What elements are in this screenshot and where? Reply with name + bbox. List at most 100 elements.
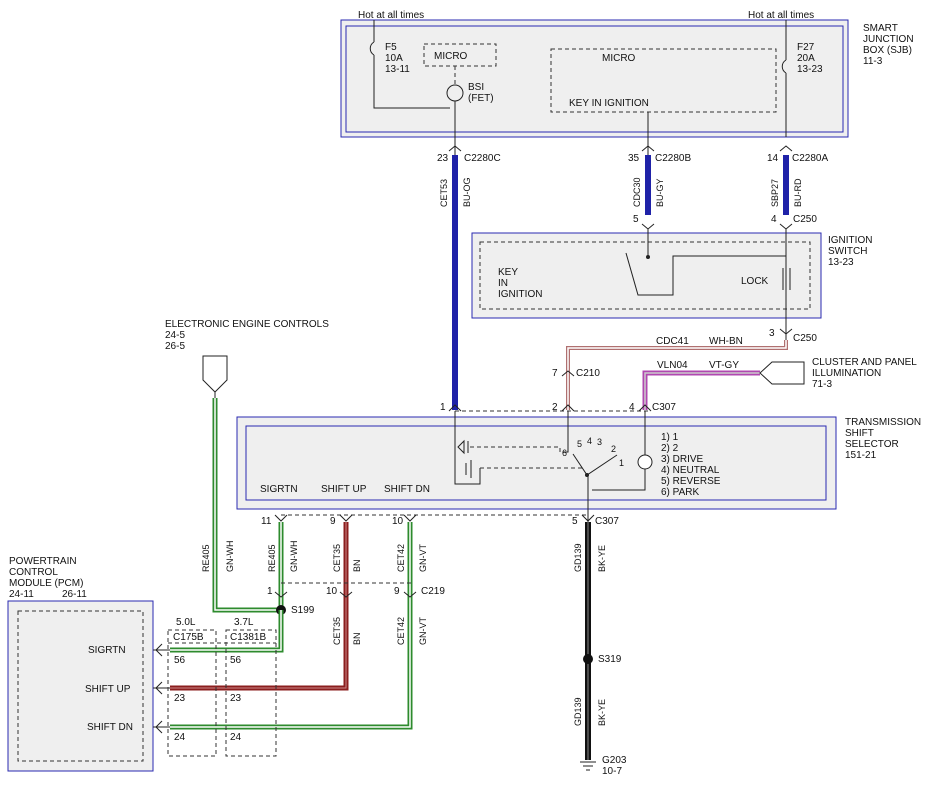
f27-label: F27: [797, 42, 815, 53]
color-gn-vt-a: GN-VT: [418, 544, 428, 573]
circuit-sbp27: SBP27: [770, 179, 780, 207]
bsi-fet-label: (FET): [468, 93, 494, 104]
wire-sbp27: [783, 155, 789, 215]
tss-pos-3: 3) DRIVE: [661, 454, 704, 465]
sjb-title-1: SMART: [863, 23, 898, 34]
color-bu-og: BU-OG: [462, 177, 472, 207]
connector-c1381b: C1381B: [230, 632, 266, 643]
wire-cdc30: [645, 155, 651, 215]
circuit-re405-a: RE405: [201, 544, 211, 572]
eec-connector-icon: [202, 355, 228, 393]
ignition-key-1: KEY: [498, 267, 518, 278]
key-in-ignition-label: KEY IN IGNITION: [569, 98, 649, 109]
pin-24-a: 24: [174, 732, 186, 743]
color-bn-a: BN: [352, 559, 362, 572]
pin-10: 10: [392, 516, 404, 527]
circuit-cdc41: CDC41: [656, 336, 689, 347]
ignition-lock-label: LOCK: [741, 276, 769, 287]
sjb-title-2: JUNCTION: [863, 34, 914, 45]
circuit-gd139-b: GD139: [573, 697, 583, 726]
circuit-cdc30: CDC30: [632, 177, 642, 207]
connector-c175b-box: [167, 629, 217, 757]
color-bu-gy: BU-GY: [655, 178, 665, 207]
pcm-title-2: CONTROL: [9, 567, 58, 578]
pcm-variant-50l: 5.0L: [176, 617, 196, 628]
connector-c2280c-icon: [448, 145, 462, 152]
pcm-ref-2: 26-11: [62, 589, 87, 600]
micro-label-right: MICRO: [602, 53, 636, 64]
circuit-cet42-b: CET42: [396, 617, 406, 645]
ignition-switch-module: [471, 232, 822, 319]
pin-35: 35: [628, 153, 640, 164]
cluster-connector-icon: [759, 361, 805, 385]
wire-cet53: [452, 155, 458, 410]
tss-title-3: SELECTOR: [845, 439, 899, 450]
sjb-module: [340, 19, 849, 138]
micro-box-right: [550, 48, 777, 113]
sjb-hot-label-left: Hot at all times: [358, 10, 424, 21]
bsi-label: BSI: [468, 82, 484, 93]
ignition-title-2: SWITCH: [828, 246, 867, 257]
ignition-pin-3: 3: [769, 328, 775, 339]
pcm-ref-1: 24-11: [9, 589, 34, 600]
tss-pos-num-1: 1: [619, 458, 624, 468]
f5-label: F5: [385, 42, 397, 53]
tss-shift-up: SHIFT UP: [321, 484, 367, 495]
f5-ref: 13-11: [385, 64, 410, 75]
pcm-shift-up: SHIFT UP: [85, 684, 131, 695]
tss-pos-5: 5) REVERSE: [661, 476, 721, 487]
pin-5-c307: 5: [572, 516, 578, 527]
pin-24-b: 24: [230, 732, 242, 743]
sjb-title-3: BOX (SJB): [863, 45, 912, 56]
f5-rating: 10A: [385, 53, 403, 64]
tss-pos-num-6: 6: [562, 448, 567, 458]
pcm-shift-dn: SHIFT DN: [87, 722, 133, 733]
micro-label-left: MICRO: [434, 51, 468, 62]
pin-10-c219: 10: [326, 586, 338, 597]
eec-title: ELECTRONIC ENGINE CONTROLS: [165, 319, 329, 330]
pin-1-c307: 1: [440, 402, 446, 413]
sjb-hot-label-right: Hot at all times: [748, 10, 814, 21]
pin-4-c307: 4: [629, 402, 635, 413]
cluster-title-2: ILLUMINATION: [812, 368, 881, 379]
transmission-shift-selector-module: [236, 416, 837, 510]
ground-g203: G203: [602, 755, 627, 766]
pin-14: 14: [767, 153, 779, 164]
sjb-title-4: 11-3: [863, 56, 883, 67]
pin-7: 7: [552, 368, 558, 379]
pin-4-top: 4: [771, 214, 777, 225]
f27-rating: 20A: [797, 53, 815, 64]
pin-56-a: 56: [174, 655, 186, 666]
eec-ref-2: 26-5: [165, 341, 185, 352]
circuit-cet35-b: CET35: [332, 617, 342, 645]
pcm-sigrtn: SIGRTN: [88, 645, 126, 656]
pin-1-c219: 1: [267, 586, 273, 597]
tss-pos-1: 1) 1: [661, 432, 679, 443]
ground-g203-ref: 10-7: [602, 766, 622, 777]
ignition-switch-contact-icon: [625, 252, 786, 296]
pin-9-c219: 9: [394, 586, 400, 597]
lock-solenoid-icon: [782, 268, 791, 290]
pin-23: 23: [437, 153, 449, 164]
connector-c2280a: C2280A: [792, 153, 828, 164]
tss-pos-num-3: 3: [597, 437, 602, 447]
cluster-title-1: CLUSTER AND PANEL: [812, 357, 917, 368]
tss-shift-dn: SHIFT DN: [384, 484, 430, 495]
f5-fuse-icon: [369, 20, 450, 109]
pin-9: 9: [330, 516, 336, 527]
connector-c2280b-icon: [641, 145, 655, 152]
splice-s319-icon: [583, 654, 593, 664]
color-gn-wh-b: GN-WH: [289, 541, 299, 573]
connector-c2280c: C2280C: [464, 153, 501, 164]
circuit-cet42-a: CET42: [396, 544, 406, 572]
connector-c307-bottom: C307: [595, 516, 619, 527]
pcm-variant-37l: 3.7L: [234, 617, 254, 628]
color-wh-bn: WH-BN: [709, 336, 743, 347]
color-bk-ye-b: BK-YE: [597, 699, 607, 726]
connector-c175b: C175B: [173, 632, 204, 643]
pcm-module: [7, 600, 154, 772]
color-bu-rd: BU-RD: [793, 178, 803, 207]
tss-pos-6: 6) PARK: [661, 487, 699, 498]
connector-c250-bottom: C250: [793, 333, 817, 344]
